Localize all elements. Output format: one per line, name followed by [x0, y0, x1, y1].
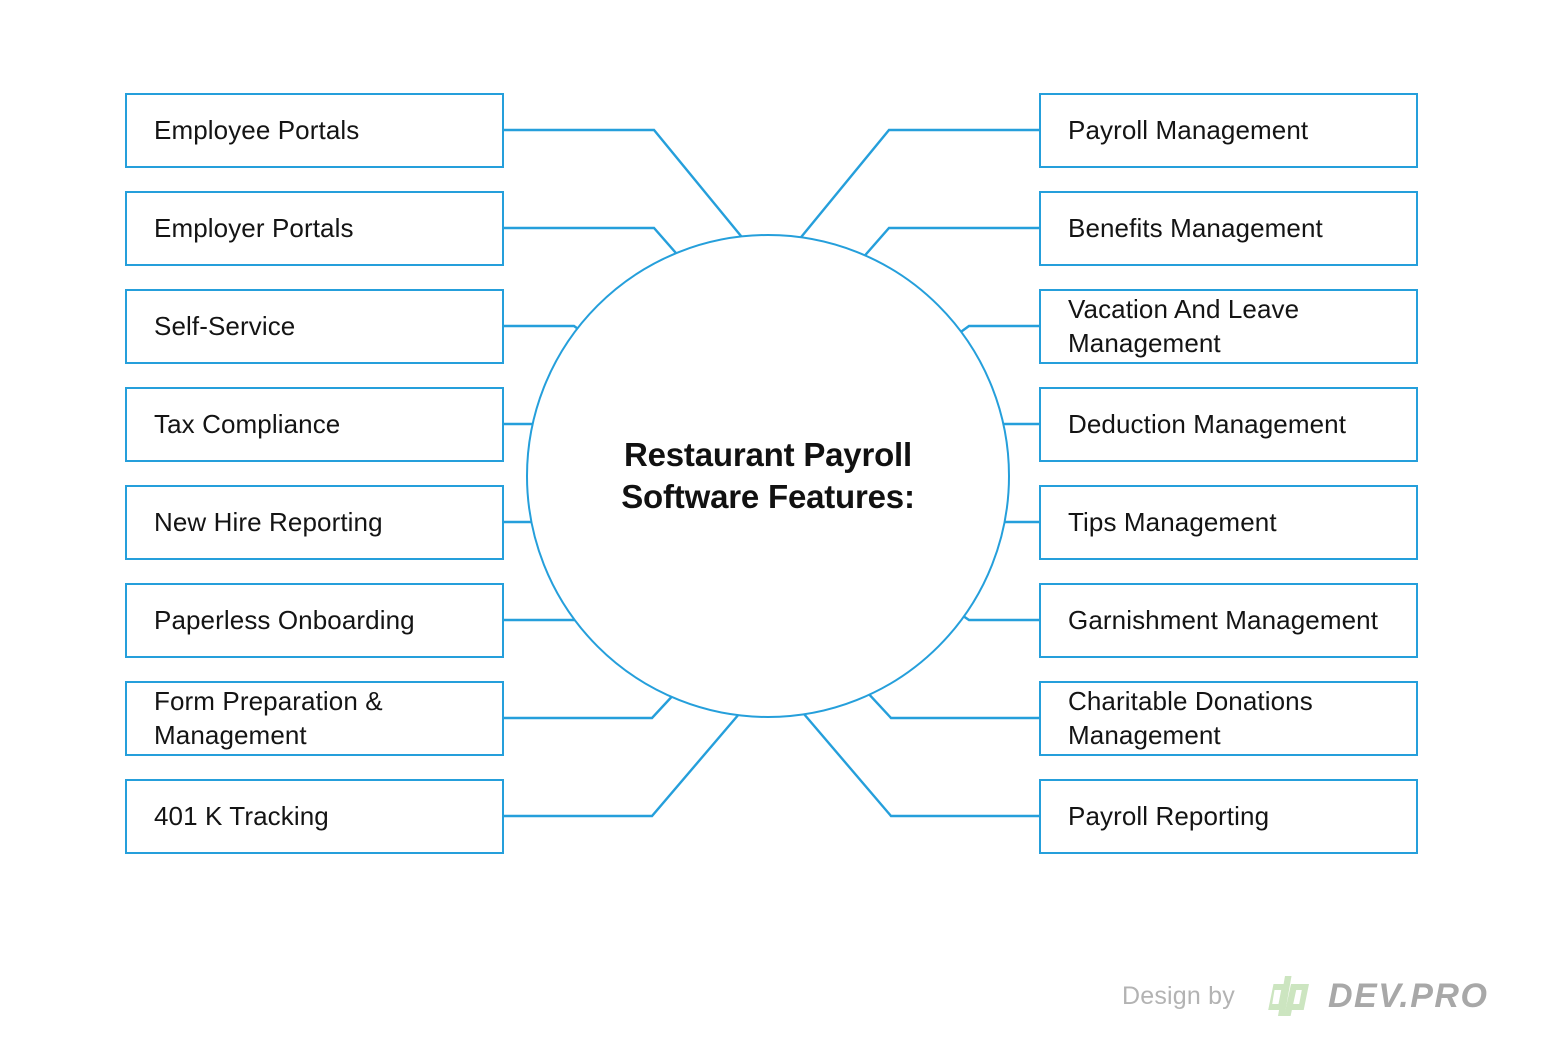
design-credit: Design by DEV.PRO [1122, 968, 1488, 1024]
feature-box-form-preparation-management[interactable]: Form Preparation & Management [125, 681, 504, 756]
feature-box-401k-tracking[interactable]: 401 K Tracking [125, 779, 504, 854]
feature-label: Payroll Reporting [1068, 800, 1270, 831]
feature-box-benefits-management[interactable]: Benefits Management [1039, 191, 1418, 266]
feature-label: Paperless Onboarding [154, 604, 415, 635]
feature-box-employer-portals[interactable]: Employer Portals [125, 191, 504, 266]
feature-box-self-service[interactable]: Self-Service [125, 289, 504, 364]
devpro-logo: DEV.PRO [1261, 976, 1488, 1016]
feature-label: Garnishment Management [1068, 604, 1379, 635]
feature-box-employee-portals[interactable]: Employee Portals [125, 93, 504, 168]
connector-right-8 [762, 665, 1039, 818]
feature-box-charitable-donations-management[interactable]: Charitable Donations Management [1039, 681, 1418, 756]
design-by-label: Design by [1122, 981, 1235, 1010]
feature-box-payroll-management[interactable]: Payroll Management [1039, 93, 1418, 168]
hub-title: Restaurant Payroll Software Features: [621, 436, 915, 515]
feature-box-vacation-and-leave-management[interactable]: Vacation And Leave Management [1039, 289, 1418, 364]
feature-box-new-hire-reporting[interactable]: New Hire Reporting [125, 485, 504, 560]
feature-box-payroll-reporting[interactable]: Payroll Reporting [1039, 779, 1418, 854]
dp-monogram-icon [1268, 976, 1309, 1016]
feature-label: 401 K Tracking [154, 800, 329, 831]
feature-label: Form Preparation & Management [154, 686, 383, 750]
center-hub: Restaurant Payroll Software Features: [526, 234, 1010, 718]
feature-box-tips-management[interactable]: Tips Management [1039, 485, 1418, 560]
connector-left-1 [504, 128, 783, 287]
devpro-wordmark: DEV.PRO [1327, 976, 1489, 1015]
connector-right-1 [760, 128, 1039, 287]
feature-label: Tips Management [1068, 506, 1277, 537]
feature-label: Employee Portals [154, 114, 360, 145]
feature-label: Tax Compliance [154, 408, 341, 439]
feature-box-garnishment-management[interactable]: Garnishment Management [1039, 583, 1418, 658]
feature-label: Self-Service [154, 310, 296, 341]
feature-label: Vacation And Leave Management [1068, 294, 1300, 358]
feature-label: New Hire Reporting [154, 506, 383, 537]
feature-box-deduction-management[interactable]: Deduction Management [1039, 387, 1418, 462]
feature-box-paperless-onboarding[interactable]: Paperless Onboarding [125, 583, 504, 658]
feature-label: Charitable Donations Management [1068, 686, 1313, 750]
feature-label: Employer Portals [154, 212, 354, 243]
feature-label: Benefits Management [1068, 212, 1323, 243]
feature-label: Payroll Management [1068, 114, 1309, 145]
feature-label: Deduction Management [1068, 408, 1347, 439]
feature-box-tax-compliance[interactable]: Tax Compliance [125, 387, 504, 462]
